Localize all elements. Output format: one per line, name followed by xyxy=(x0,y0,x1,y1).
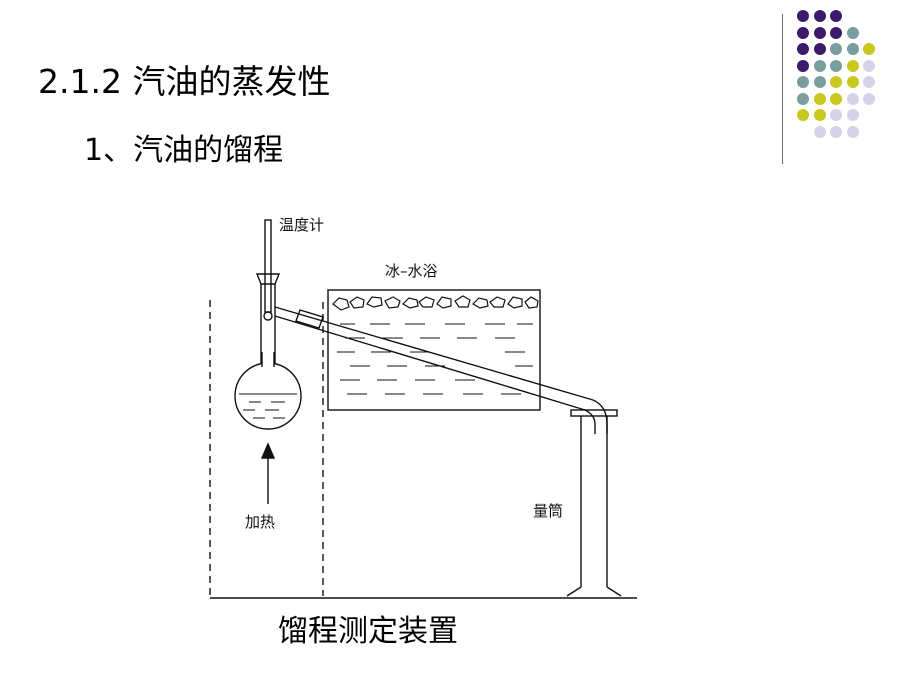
decorative-dot xyxy=(863,76,875,88)
decorative-dot xyxy=(797,43,809,55)
ice-bath-label: 冰–水浴 xyxy=(385,262,438,280)
decorative-dot xyxy=(813,26,826,39)
decorative-dot xyxy=(830,109,842,121)
apparatus-drawing xyxy=(209,219,637,599)
flask-liquid-lines xyxy=(239,393,297,419)
thermometer-bulb xyxy=(263,311,273,321)
decorative-dot xyxy=(813,92,826,105)
decorative-dot xyxy=(813,43,826,55)
decorative-dot xyxy=(846,92,859,105)
decorative-dot xyxy=(846,59,859,72)
decorative-dot xyxy=(813,59,826,72)
decorative-dot xyxy=(830,92,842,105)
cylinder-lip xyxy=(570,409,618,417)
decorative-dot xyxy=(846,109,859,121)
bath-water-lines xyxy=(337,323,533,395)
stopper xyxy=(255,273,281,285)
decorative-dot xyxy=(863,92,875,105)
decorative-dot xyxy=(846,125,859,138)
decorative-dot xyxy=(830,76,842,88)
decorative-dot xyxy=(797,10,809,22)
decorative-dot xyxy=(797,76,809,88)
ice-chunks xyxy=(332,295,539,311)
decorative-dot xyxy=(797,92,809,105)
decorative-dot xyxy=(863,59,875,72)
heating-label: 加热 xyxy=(245,513,276,531)
decorative-dot xyxy=(830,26,842,39)
decorative-dot-grid xyxy=(797,10,897,150)
cylinder-foot-right xyxy=(606,586,622,597)
decorative-dot xyxy=(813,109,826,121)
decorative-dot xyxy=(813,10,826,22)
figure-caption: 馏程测定装置 xyxy=(278,614,458,649)
cylinder-foot-left xyxy=(566,586,582,597)
tube-bend-inner xyxy=(584,409,596,434)
thermometer-label: 温度计 xyxy=(279,216,325,234)
decorative-dot xyxy=(830,10,842,22)
decorative-dot xyxy=(830,43,842,55)
tube-sleeve xyxy=(295,309,324,329)
decorative-dot xyxy=(797,59,809,72)
cylinder-label: 量筒 xyxy=(533,502,564,520)
decorative-dot xyxy=(830,59,842,72)
decorative-dot xyxy=(797,26,809,39)
ice-water-bath xyxy=(327,289,541,411)
decorative-dot xyxy=(846,43,859,55)
flask-bulb xyxy=(234,362,302,430)
decorative-dot xyxy=(846,26,859,39)
header-divider-line xyxy=(782,14,783,164)
slide-subtitle: 1、汽油的馏程 xyxy=(84,133,284,168)
thermometer xyxy=(264,219,272,313)
decorative-dot xyxy=(846,76,859,88)
decorative-dot xyxy=(813,125,826,138)
decorative-dot xyxy=(797,109,809,121)
heat-arrow-head xyxy=(260,442,276,459)
decorative-dot xyxy=(863,43,875,55)
slide-title: 2.1.2 汽油的蒸发性 xyxy=(38,62,331,101)
decorative-dot xyxy=(830,125,842,138)
distillation-apparatus-figure: 温度计 冰–水浴 加热 量筒 xyxy=(205,212,645,604)
condenser-tube-bottom xyxy=(274,315,586,411)
decorative-dot xyxy=(813,76,826,88)
